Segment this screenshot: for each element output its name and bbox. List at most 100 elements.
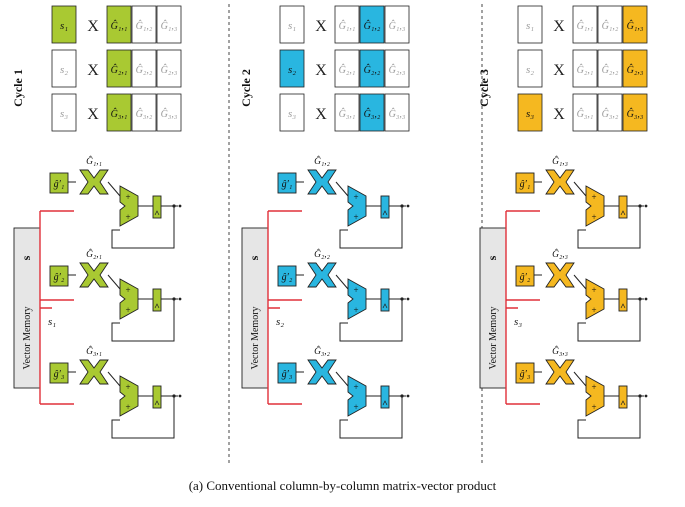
vector-memory-symbol: s bbox=[247, 255, 261, 260]
accumulator-register bbox=[152, 385, 162, 409]
matrix-cell-label: Ĝ₂,₂ bbox=[602, 64, 619, 76]
adder-plus-sign: + bbox=[125, 285, 130, 295]
matrix-cell-label: Ĝ₂,₂ bbox=[364, 64, 381, 76]
matrix-cell bbox=[334, 5, 360, 44]
multiplier-icon bbox=[307, 359, 337, 385]
mac-lane-3: ĝ′₃Ĝ₃,₁++ bbox=[49, 345, 182, 439]
vector-cell-label: s₃ bbox=[288, 108, 296, 120]
clock-mark bbox=[620, 210, 626, 216]
adder-icon bbox=[119, 375, 139, 417]
input-bus-wire bbox=[267, 210, 302, 405]
adder-plus-sign: + bbox=[353, 192, 358, 202]
vector-cell bbox=[279, 49, 305, 88]
weight-register bbox=[515, 362, 535, 384]
weight-register bbox=[277, 172, 297, 194]
matrix-cell bbox=[597, 93, 623, 132]
weight-label: ĝ′₃ bbox=[282, 369, 293, 380]
multiplier-label: Ĝ₁,₂ bbox=[314, 155, 331, 167]
vector-cell-label: s₂ bbox=[526, 64, 534, 76]
accumulator-register bbox=[152, 288, 162, 312]
vector-cell-label: s₃ bbox=[60, 108, 68, 120]
multiplier-icon bbox=[307, 169, 337, 195]
multiply-symbol: X bbox=[315, 106, 327, 123]
vector-memory-symbol: s bbox=[485, 255, 499, 260]
multiplier-label: Ĝ₂,₁ bbox=[86, 248, 102, 260]
vector-memory-label: Vector Memory bbox=[22, 306, 33, 369]
figure-caption: (a) Conventional column-by-column matrix… bbox=[188, 478, 497, 493]
matrix-cell-label: Ĝ₂,₂ bbox=[136, 64, 153, 76]
matrix-cell-label: Ĝ₃,₃ bbox=[161, 108, 178, 120]
adder-icon bbox=[585, 278, 605, 320]
matrix-cell bbox=[572, 5, 598, 44]
clock-mark bbox=[382, 303, 388, 309]
multiplier-icon bbox=[79, 359, 109, 385]
multiplier-label: Ĝ₃,₂ bbox=[314, 345, 331, 357]
matrix-cell bbox=[384, 5, 410, 44]
adder-plus-sign: + bbox=[591, 305, 596, 315]
multiply-symbol: X bbox=[553, 18, 565, 35]
matrix-cell-label: Ĝ₁,₃ bbox=[389, 20, 406, 32]
vector-cell bbox=[517, 5, 543, 44]
adder-plus-sign: + bbox=[591, 382, 596, 392]
multiplier-label: Ĝ₃,₃ bbox=[552, 345, 568, 357]
matrix-cell bbox=[359, 5, 385, 44]
multiply-symbol: X bbox=[87, 18, 99, 35]
matrix-cell bbox=[131, 49, 157, 88]
matrix-cell bbox=[597, 5, 623, 44]
matrix-cell-label: Ĝ₃,₂ bbox=[136, 108, 153, 120]
multiplier-icon bbox=[79, 169, 109, 195]
output-node bbox=[644, 394, 648, 398]
mult-to-adder-wire bbox=[573, 181, 587, 197]
weight-label: ĝ′₁ bbox=[282, 179, 293, 190]
matrix-cell bbox=[622, 49, 648, 88]
adder-icon bbox=[347, 375, 367, 417]
matrix-cell bbox=[572, 93, 598, 132]
adder-icon bbox=[347, 278, 367, 320]
clock-mark bbox=[382, 400, 388, 406]
cycle-label: Cycle 2 bbox=[239, 69, 253, 107]
matrix-cell-label: Ĝ₁,₂ bbox=[364, 20, 381, 32]
adder-icon bbox=[585, 375, 605, 417]
matrix-cell-label: Ĝ₃,₃ bbox=[627, 108, 644, 120]
matrix-cell bbox=[359, 49, 385, 88]
adder-plus-sign: + bbox=[353, 382, 358, 392]
feedback-wire bbox=[577, 299, 641, 342]
adder-plus-sign: + bbox=[591, 402, 596, 412]
matrix-cell-label: Ĝ₂,₃ bbox=[389, 64, 406, 76]
matrix-cell bbox=[597, 49, 623, 88]
clock-mark bbox=[154, 210, 160, 216]
matrix-cell-label: Ĝ₂,₁ bbox=[339, 64, 356, 76]
weight-label: ĝ′₃ bbox=[520, 369, 531, 380]
multiplier-label: Ĝ₁,₃ bbox=[552, 155, 568, 167]
weight-register bbox=[49, 265, 69, 287]
weight-label: ĝ′₁ bbox=[520, 179, 531, 190]
mac-lane-1: ĝ′₁Ĝ₁,₃++ bbox=[515, 155, 648, 249]
matrix-cell-label: Ĝ₃,₂ bbox=[364, 108, 381, 120]
matrix-cell-label: Ĝ₂,₃ bbox=[161, 64, 178, 76]
multiplier-label: Ĝ₁,₁ bbox=[86, 155, 102, 167]
vector-cell bbox=[279, 5, 305, 44]
vector-cell bbox=[517, 93, 543, 132]
cycle-label: Cycle 1 bbox=[11, 69, 25, 107]
matrix-cell-label: Ĝ₁,₃ bbox=[161, 20, 178, 32]
vector-memory-label: Vector Memory bbox=[250, 306, 261, 369]
mult-to-adder-wire bbox=[573, 274, 587, 290]
accumulator-register bbox=[380, 385, 390, 409]
matrix-cell bbox=[622, 93, 648, 132]
weight-register bbox=[515, 172, 535, 194]
weight-label: ĝ′₂ bbox=[54, 272, 65, 283]
accumulator-register bbox=[380, 195, 390, 219]
accumulator-register bbox=[380, 288, 390, 312]
vector-memory-block bbox=[13, 227, 41, 389]
multiply-symbol: X bbox=[553, 62, 565, 79]
multiplier-label: Ĝ₃,₁ bbox=[86, 345, 102, 357]
weight-register bbox=[515, 265, 535, 287]
feedback-wire bbox=[339, 299, 403, 342]
bus-input-label: s₁ bbox=[48, 316, 56, 328]
matrix-cell-label: Ĝ₁,₁ bbox=[339, 20, 356, 32]
matrix-cell bbox=[106, 93, 132, 132]
weight-label: ĝ′₃ bbox=[54, 369, 65, 380]
vector-cell-label: s₃ bbox=[526, 108, 534, 120]
